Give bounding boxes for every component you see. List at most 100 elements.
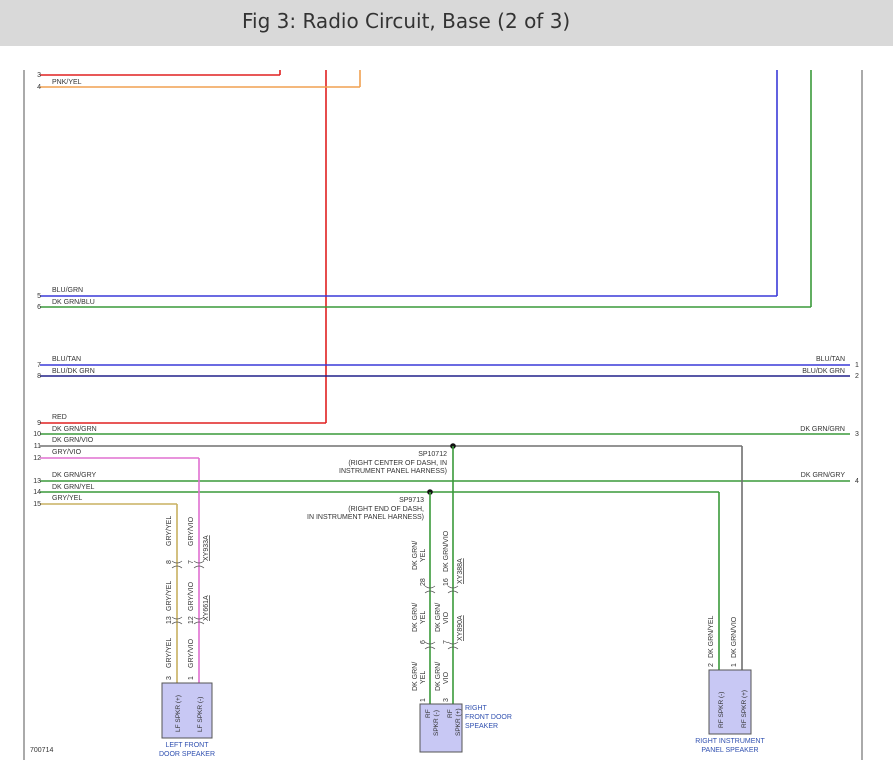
left-pin: 10 [33, 431, 41, 438]
lf-connector1-mark [171, 560, 205, 569]
rip-wire-label: DK GRN/VIO [731, 616, 738, 658]
lf-pin: 13 [166, 616, 173, 624]
splice-sp10712: SP10712 (RIGHT CENTER OF DASH, IN INSTRU… [339, 443, 456, 475]
wire-label: DK GRN/GRY [801, 472, 846, 479]
rip-speaker-name: RIGHT INSTRUMENT [695, 738, 765, 745]
lf-pin: 3 [166, 676, 173, 680]
lf-connector-id: XY661A [203, 595, 210, 621]
rf-pin: 7 [443, 640, 450, 644]
wiring-diagram: 3 4 5 6 7 8 9 10 11 12 13 14 15 PNK/YEL … [23, 70, 863, 760]
rip-speaker-connector [708, 669, 752, 735]
wire-label: DK GRN/GRN [800, 426, 845, 433]
left-pin: 5 [37, 293, 41, 300]
rf-wire-label: VIO [443, 671, 450, 684]
wire-label: BLU/TAN [52, 356, 81, 363]
rf-pin: 3 [443, 698, 450, 702]
rf-wire-label: DK GRN/ [412, 662, 419, 691]
rip-pin: 2 [708, 663, 715, 667]
rf-wire-label: DK GRN/VIO [443, 530, 450, 572]
lf-wire-label: GRY/YEL [166, 638, 173, 668]
rip-speaker-branch: DK GRN/YEL DK GRN/VIO 2 1 RF SPKR (-) RF… [695, 446, 765, 754]
page-title: Fig 3: Radio Circuit, Base (2 of 3) [242, 9, 571, 33]
left-wire-labels: PNK/YEL BLU/GRN DK GRN/BLU BLU/TAN BLU/D… [52, 79, 97, 502]
rf-wire-label: DK GRN/ [412, 603, 419, 632]
right-pin-numbers: 1 2 3 4 [855, 362, 859, 485]
wire-label: GRY/YEL [52, 495, 82, 502]
lf-speaker-name: LEFT FRONT [165, 742, 209, 749]
splice-location: (RIGHT END OF DASH, [348, 506, 424, 513]
splice-sp9713: SP9713 (RIGHT END OF DASH, IN INSTRUMENT… [307, 489, 433, 521]
rip-speaker-name: PANEL SPEAKER [701, 747, 758, 754]
rf-wire-label: YEL [420, 549, 427, 562]
right-pin: 2 [855, 373, 859, 380]
wire-label: DK GRN/GRY [52, 472, 97, 479]
wire-label: DK GRN/VIO [52, 437, 94, 444]
wire-label: BLU/TAN [816, 356, 845, 363]
lf-wire-label: GRY/VIO [188, 581, 195, 611]
rf-connector2-mark [424, 641, 459, 650]
left-pin: 14 [33, 489, 41, 496]
rf-wire-label: DK GRN/ [435, 603, 442, 632]
rf-pin: 16 [443, 578, 450, 586]
rip-pin: 1 [731, 663, 738, 667]
lf-terminal-label: LF SPKR (+) [175, 695, 182, 732]
rf-wire-label: YEL [420, 671, 427, 684]
lf-pin: 12 [188, 616, 195, 624]
rf-connector1-mark [424, 585, 459, 594]
rf-wire-label: DK GRN/ [412, 541, 419, 570]
lf-wire-label: GRY/VIO [188, 638, 195, 668]
lf-speaker-connector [161, 682, 213, 739]
lf-speaker-branch: GRY/YEL GRY/VIO 8 7 XY933A GRY/YEL GRY/V… [159, 458, 215, 758]
left-pin: 8 [37, 373, 41, 380]
wire-label: BLU/DK GRN [802, 368, 845, 375]
trunk-wires [279, 70, 812, 423]
rf-connector-id: XY890A [457, 615, 464, 641]
left-pin: 12 [33, 455, 41, 462]
lf-wire-label: GRY/YEL [166, 581, 173, 611]
wire-label: DK GRN/BLU [52, 299, 95, 306]
splice-id: SP9713 [399, 497, 424, 504]
rip-terminal-label: RF SPKR (+) [741, 690, 748, 728]
figure-id: 700714 [30, 747, 53, 754]
rf-terminal-label: RF [447, 709, 454, 718]
rf-pin: 1 [420, 698, 427, 702]
page-header: Fig 3: Radio Circuit, Base (2 of 3) [0, 0, 893, 46]
left-pin: 11 [34, 443, 41, 450]
lf-terminal-label: LF SPKR (-) [197, 697, 204, 732]
diagram-frame [23, 70, 863, 760]
lf-wire-label: GRY/VIO [188, 516, 195, 546]
splice-id: SP10712 [418, 451, 447, 458]
wire-label: GRY/VIO [52, 449, 82, 456]
splice-location: INSTRUMENT PANEL HARNESS) [339, 468, 447, 475]
rf-wire-label: VIO [443, 611, 450, 624]
left-pin: 3 [37, 72, 41, 79]
left-pin: 7 [37, 362, 41, 369]
harness-wires [40, 74, 850, 505]
rf-speaker-name: SPEAKER [465, 723, 498, 730]
splice-location: (RIGHT CENTER OF DASH, IN [348, 460, 447, 467]
rf-speaker-branch: DK GRN/ YEL DK GRN/VIO 28 16 XY388A DK G… [412, 446, 512, 753]
lf-pin: 1 [188, 676, 195, 680]
rip-terminal-label: RF SPKR (-) [718, 692, 725, 728]
right-wire-labels: BLU/TAN BLU/DK GRN DK GRN/GRN DK GRN/GRY [800, 356, 845, 479]
splice-location: IN INSTRUMENT PANEL HARNESS) [307, 514, 424, 521]
wire-label: BLU/GRN [52, 287, 83, 294]
left-pin: 4 [37, 84, 41, 91]
rf-pin: 6 [420, 640, 427, 644]
lf-wire-label: GRY/YEL [166, 516, 173, 546]
rf-connector-id: XY388A [457, 558, 464, 584]
rf-speaker-name: FRONT DOOR [465, 714, 512, 721]
rf-terminal-label: RF [425, 709, 432, 718]
wire-label: DK GRN/YEL [52, 484, 95, 491]
rip-wire-label: DK GRN/YEL [708, 615, 715, 658]
right-pin: 4 [855, 478, 859, 485]
lf-pin: 7 [188, 560, 195, 564]
left-pin: 6 [37, 304, 41, 311]
rf-terminal-label: SPKR (+) [455, 708, 462, 736]
rf-wire-label: DK GRN/ [435, 662, 442, 691]
wire-label: PNK/YEL [52, 79, 82, 86]
wire-label: BLU/DK GRN [52, 368, 95, 375]
rf-speaker-connector [419, 703, 463, 753]
rf-speaker-name: RIGHT [465, 705, 488, 712]
right-pin: 1 [855, 362, 859, 369]
